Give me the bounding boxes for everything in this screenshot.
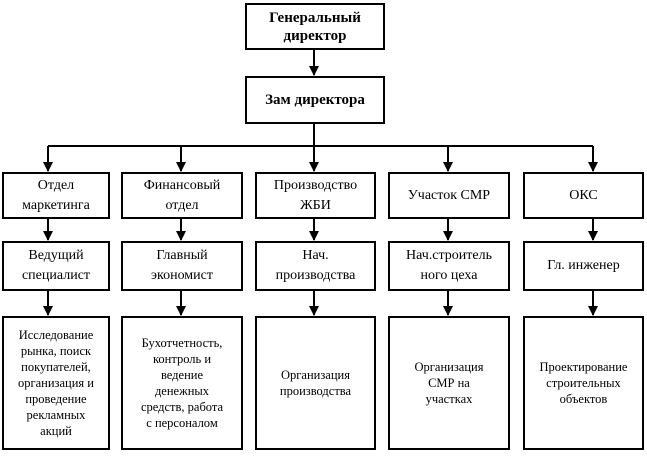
role-box-4: Нач.строитель ного цеха xyxy=(388,241,510,291)
general-director-label: Генеральный директор xyxy=(269,9,361,44)
deputy-director-label: Зам директора xyxy=(265,92,365,108)
role-label: Гл. инженер xyxy=(547,258,620,273)
unit-box-2: Финансовый отдел xyxy=(121,172,243,219)
role-label: Нач. производства xyxy=(275,248,356,283)
unit-label: Производство ЖБИ xyxy=(273,177,358,213)
role-box-5: Гл. инженер xyxy=(523,241,644,291)
unit-box-1: Отдел маркетинга xyxy=(2,172,110,219)
role-label: Ведущий специалист xyxy=(21,248,91,283)
general-director-box: Генеральный директор xyxy=(245,3,385,50)
task-box-4: Организация СМР на участках xyxy=(388,316,510,450)
task-box-2: Бухотчетность, контроль и ведение денежн… xyxy=(121,316,243,450)
task-label: Проектирование строительных объектов xyxy=(539,360,628,406)
unit-box-4: Участок СМР xyxy=(388,172,510,219)
unit-box-5: ОКС xyxy=(523,172,644,219)
task-box-1: Исследование рынка, поиск покупателей, о… xyxy=(2,316,110,450)
unit-box-3: Производство ЖБИ xyxy=(255,172,376,219)
role-box-2: Главный экономист xyxy=(121,241,243,291)
task-box-5: Проектирование строительных объектов xyxy=(523,316,644,450)
role-box-3: Нач. производства xyxy=(255,241,376,291)
task-label: Исследование рынка, поиск покупателей, о… xyxy=(18,328,94,438)
unit-label: Отдел маркетинга xyxy=(22,177,90,213)
unit-label: ОКС xyxy=(569,187,598,203)
task-box-3: Организация производства xyxy=(255,316,376,450)
task-label: Организация производства xyxy=(279,368,352,398)
task-label: Организация СМР на участках xyxy=(414,360,484,406)
role-label: Главный экономист xyxy=(150,248,213,283)
role-label: Нач.строитель ного цеха xyxy=(405,248,492,283)
task-label: Бухотчетность, контроль и ведение денежн… xyxy=(140,336,224,430)
deputy-director-box: Зам директора xyxy=(245,76,385,124)
role-box-1: Ведущий специалист xyxy=(2,241,110,291)
unit-label: Участок СМР xyxy=(407,187,491,203)
unit-label: Финансовый отдел xyxy=(143,177,221,213)
